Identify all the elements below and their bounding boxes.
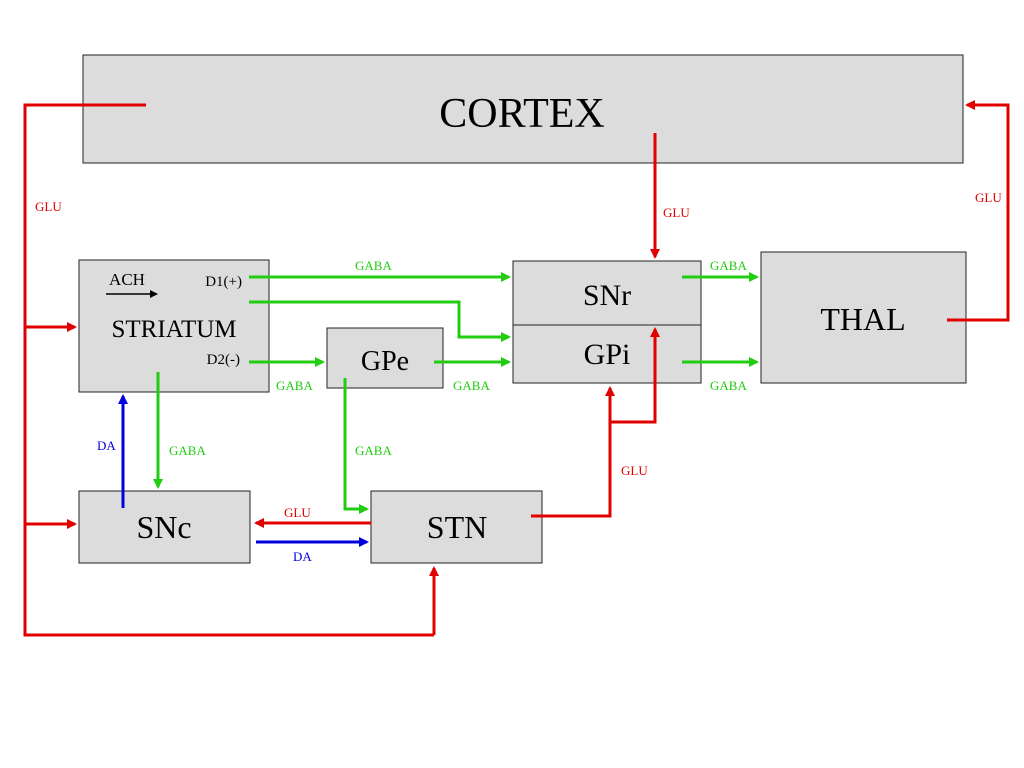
cortex-snr-label: GLU: [663, 205, 690, 220]
gpi-thal-label: GABA: [710, 378, 747, 393]
gpi-label: GPi: [584, 338, 631, 371]
thal-cortex-label: GLU: [975, 190, 1002, 205]
ach-label: ACH: [109, 270, 145, 289]
snc-stn-label: DA: [293, 549, 312, 564]
cortex-striatum-label: GLU: [35, 199, 62, 214]
cortex-label: CORTEX: [439, 91, 604, 137]
gpe-gpi-label: GABA: [453, 378, 490, 393]
d2-label: D2(-): [207, 352, 240, 368]
cortex-left-bus: [23, 103, 434, 637]
snc-box: [78, 490, 251, 564]
stn-label: STN: [427, 509, 487, 545]
striatum-snc-label: GABA: [169, 443, 206, 458]
striatum-label: STRIATUM: [111, 316, 236, 343]
snr-box: [512, 260, 702, 326]
d1-label: D1(+): [205, 274, 242, 290]
striatum-box: [78, 259, 270, 393]
gpe-stn-label: GABA: [355, 443, 392, 458]
thal-to-cortex-arrow: [947, 100, 1010, 322]
cortex-box: [82, 54, 964, 164]
stn-gpi-label: GLU: [621, 463, 648, 478]
stn-to-gpi-arrow-b: [610, 327, 660, 424]
snr-label: SNr: [583, 279, 631, 312]
thal-label: THAL: [820, 301, 905, 337]
d2-gpe-label: GABA: [276, 378, 313, 393]
stn-snc-label: GLU: [284, 505, 311, 520]
snr-thal-label: GABA: [710, 258, 747, 273]
gpe-label: GPe: [361, 346, 409, 377]
d1-snr-label: GABA: [355, 258, 392, 273]
snc-striatum-label: DA: [97, 438, 116, 453]
snc-label: SNc: [136, 509, 191, 545]
gpe-to-stn-arrow: [343, 378, 369, 514]
gpi-box: [512, 324, 702, 384]
d1-to-gpi-arrow: [249, 300, 511, 342]
stn-to-gpi-arrow-a: [531, 386, 615, 518]
thal-box: [760, 251, 967, 384]
stn-box: [370, 490, 543, 564]
